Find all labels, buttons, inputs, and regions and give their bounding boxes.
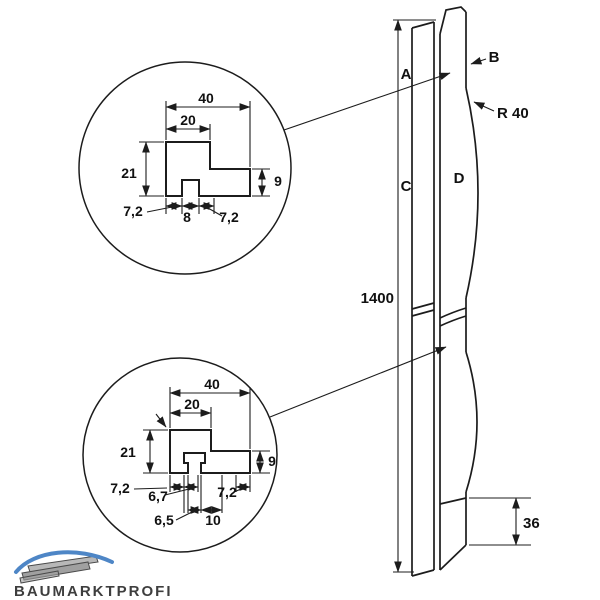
dim-8-label: 8 xyxy=(183,209,191,225)
r40-leader-arrow-icon xyxy=(473,101,495,112)
r40-arc-upper xyxy=(465,87,479,299)
dim-length-1400: 1400 xyxy=(361,19,436,573)
dim-9-label: 9 xyxy=(274,173,282,189)
dim-radius-label: R 40 xyxy=(497,105,529,122)
logo-wordmark: BAUMARKTPROFI xyxy=(14,583,173,600)
profile-right-strip xyxy=(439,6,479,571)
dim-length-label: 1400 xyxy=(361,290,394,307)
dim-67-label: 6,7 xyxy=(148,488,168,504)
detail-bottom-labels: 40 20 21 9 7,2 6,7 7,2 6,5 10 xyxy=(110,376,276,528)
detail-bottom-leader-arrow-icon xyxy=(269,346,447,418)
step-arrow-icon xyxy=(155,413,167,428)
dim-40-label: 40 xyxy=(204,376,220,392)
dim-72l-label: 7,2 xyxy=(110,480,130,496)
detail-top-leader-arrow-icon xyxy=(283,72,451,131)
detail-view-top: 40 20 21 9 7,2 8 7,2 xyxy=(78,61,292,275)
detail-bottom-cross-section xyxy=(169,429,251,474)
dim-72r-label: 7,2 xyxy=(217,484,237,500)
profile-left-strip xyxy=(411,21,435,577)
r40-arc-lower xyxy=(465,351,478,493)
dim-9-label: 9 xyxy=(268,453,276,469)
dim-20-label: 20 xyxy=(180,112,196,128)
detail-top-labels: 40 20 21 9 7,2 8 7,2 xyxy=(121,90,282,225)
dim-65-label: 6,5 xyxy=(154,512,174,528)
logo: BAUMARKTPROFI xyxy=(14,550,173,600)
label-d: D xyxy=(454,170,465,187)
label-a: A xyxy=(401,66,412,83)
dim-40-label: 40 xyxy=(198,90,214,106)
detail-top-dimensions xyxy=(139,101,270,217)
label-b: B xyxy=(489,49,500,66)
dim-72r-label: 7,2 xyxy=(219,209,239,225)
detail-bottom-dimensions xyxy=(133,387,270,521)
plank-stack-roof-icon xyxy=(14,550,114,584)
profile-top-end xyxy=(439,6,467,35)
callout-r40: R 40 xyxy=(473,101,529,122)
profile-elevation: 1400 36 A B C D R 40 xyxy=(361,6,540,577)
roof-swoosh-icon xyxy=(14,550,114,574)
dim-bottom-36: 36 xyxy=(469,497,540,546)
dim-21-label: 21 xyxy=(121,165,137,181)
detail-top-cross-section xyxy=(165,141,251,197)
dim-10-label: 10 xyxy=(205,512,221,528)
dim-72l-label: 7,2 xyxy=(123,203,143,219)
dim-20-label: 20 xyxy=(184,396,200,412)
label-b-leader-arrow-icon xyxy=(470,57,487,65)
detail-view-bottom: 40 20 21 9 7,2 6,7 7,2 6,5 10 xyxy=(82,357,278,553)
dim-bottom-label: 36 xyxy=(523,515,540,532)
label-c: C xyxy=(401,178,412,195)
dim-21-label: 21 xyxy=(120,444,136,460)
